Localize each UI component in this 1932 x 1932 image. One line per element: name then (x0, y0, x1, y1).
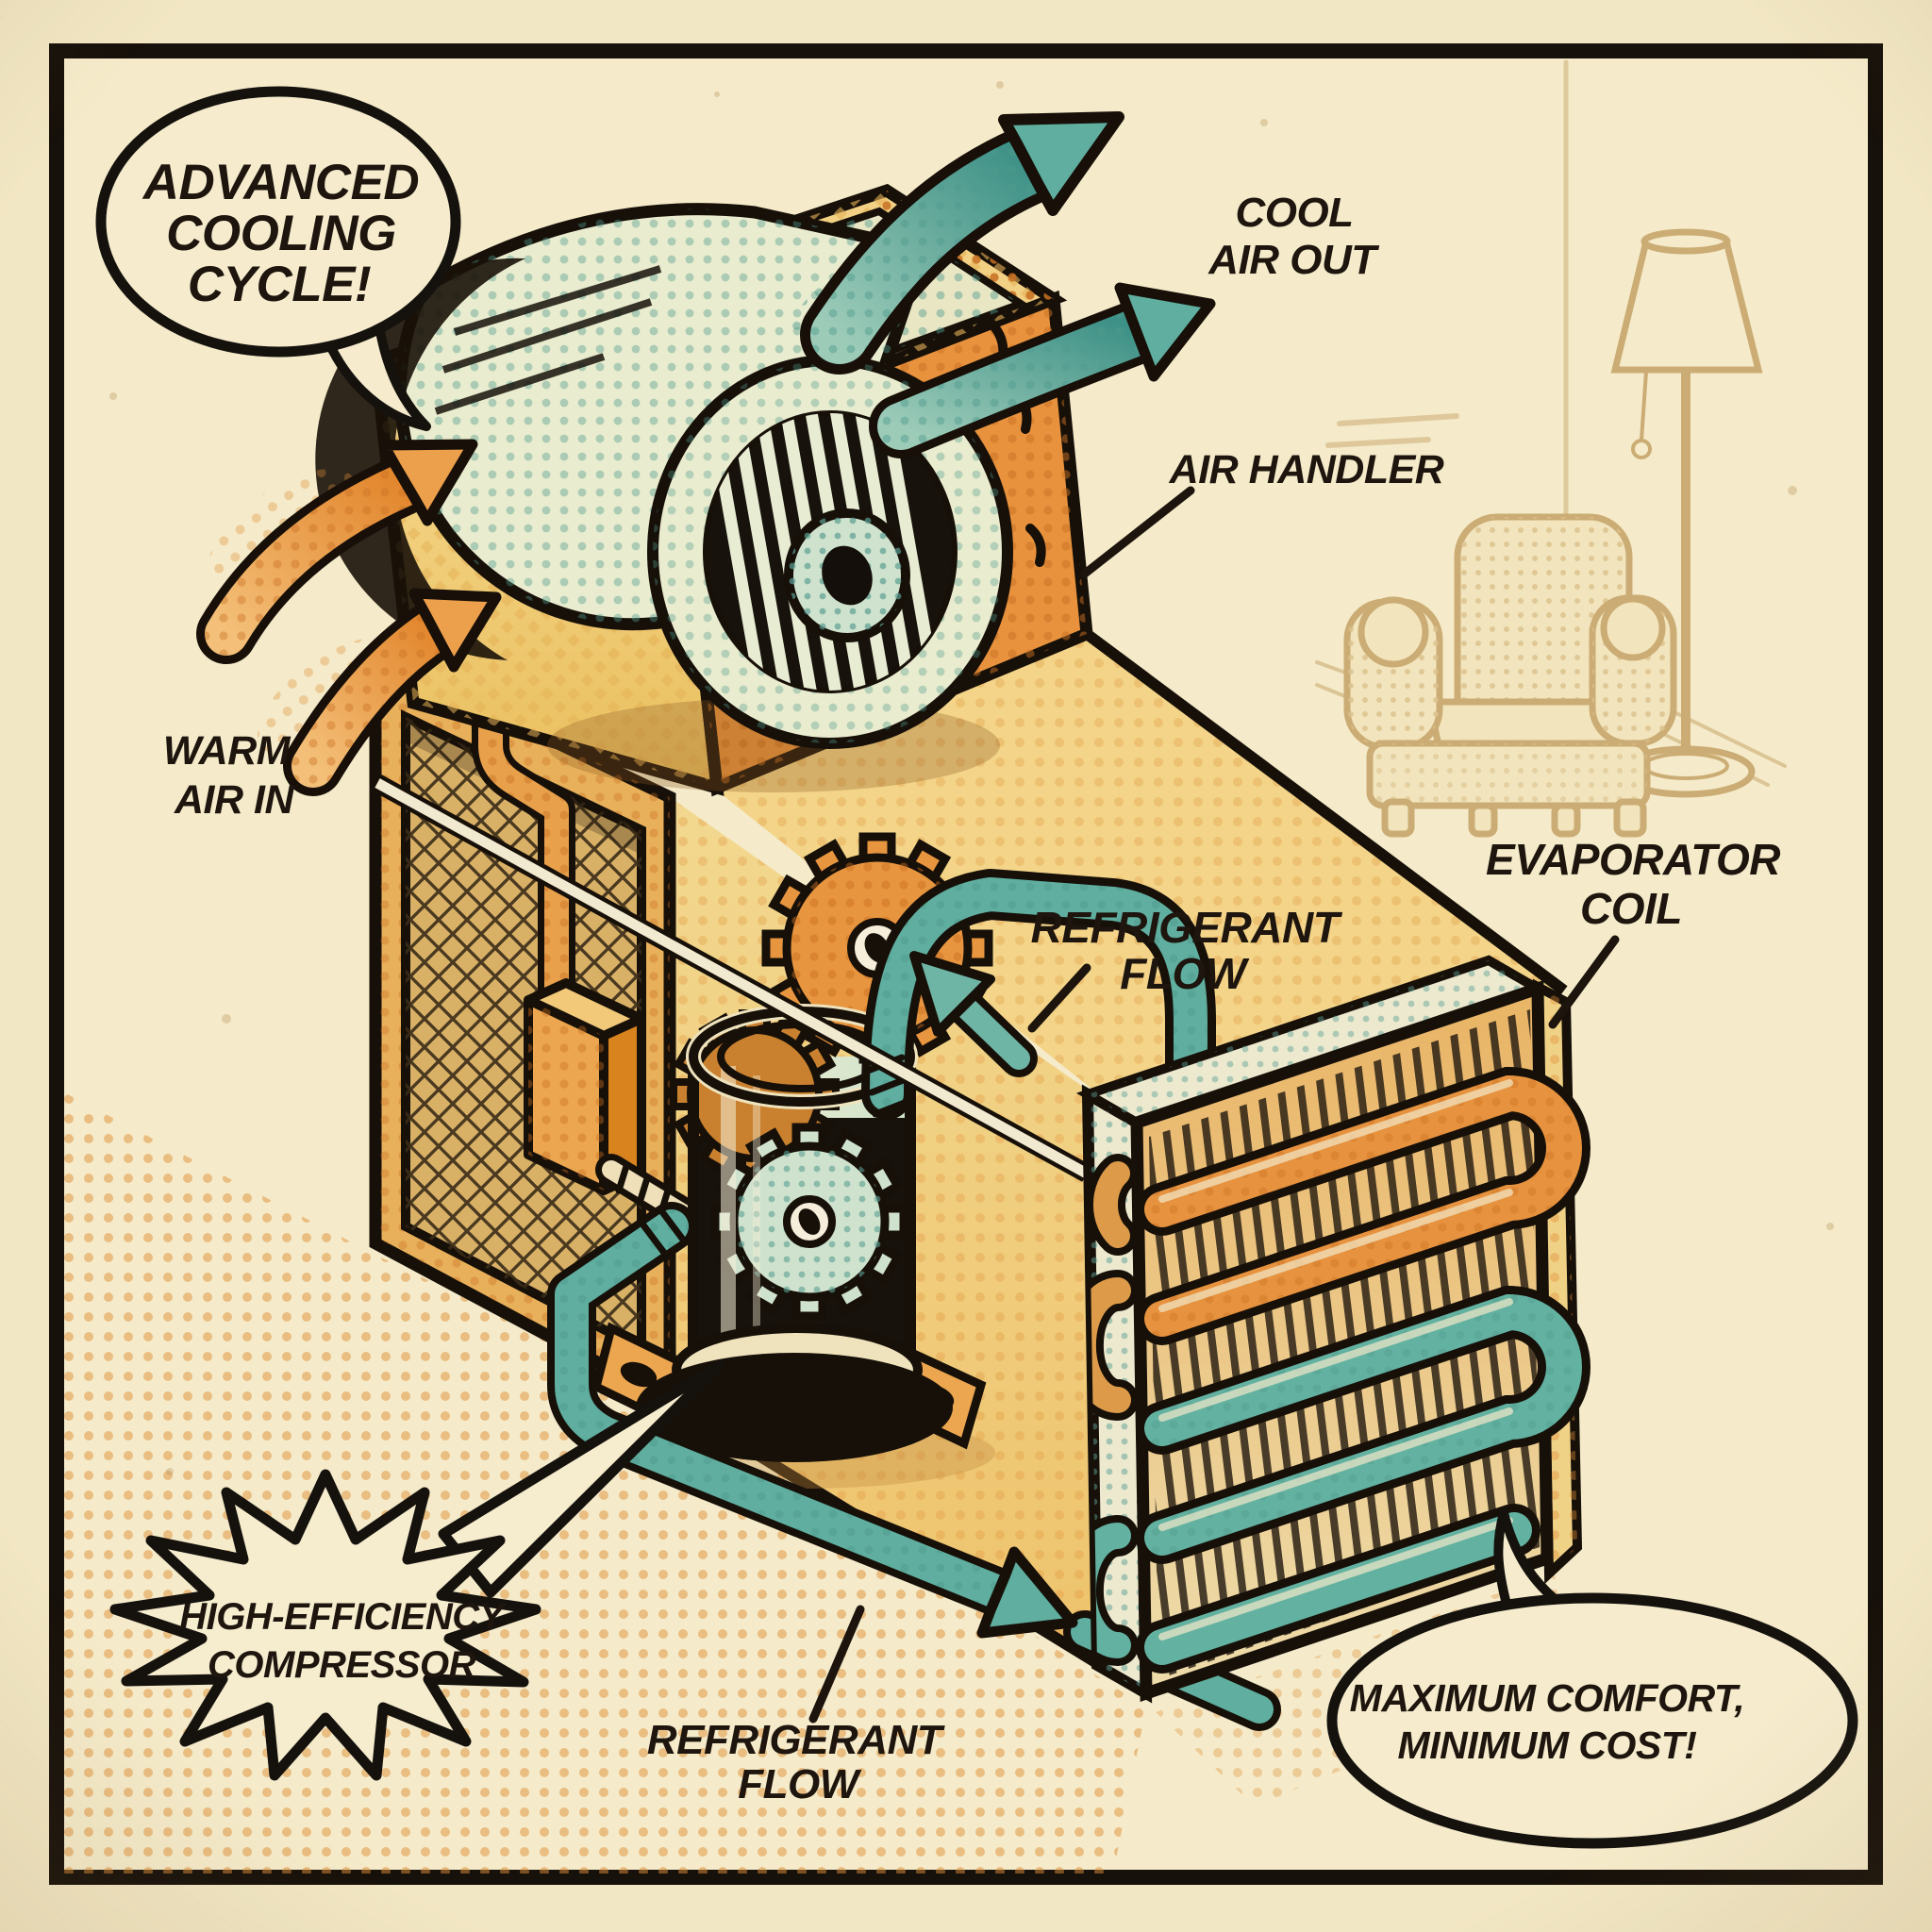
comic-page: WARM AIR IN COOL AIR OUT AIR HANDLER REF… (0, 0, 1932, 1932)
cooling-cycle-diagram: WARM AIR IN COOL AIR OUT AIR HANDLER REF… (0, 0, 1932, 1932)
vignette-overlay (0, 0, 1932, 1932)
